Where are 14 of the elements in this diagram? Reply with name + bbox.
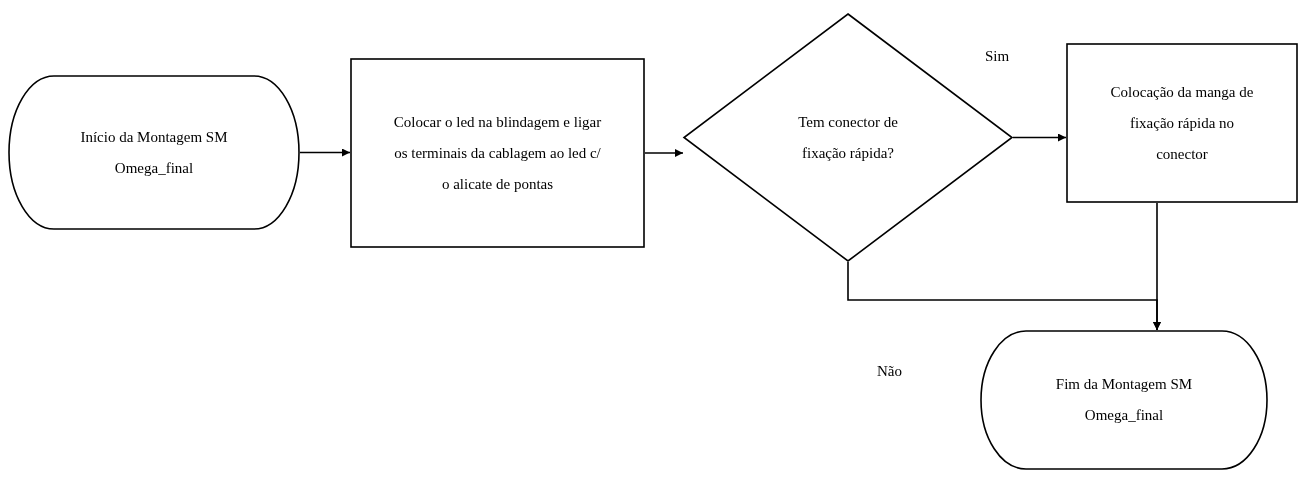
branch-label: Sim <box>985 47 1010 65</box>
process-box <box>350 58 645 248</box>
node-text: Colocar o led na blindagem e ligar os terminais da cablagem ao led c/ o alicate de pontas <box>392 112 603 194</box>
arrow <box>1012 133 1067 142</box>
node-text: Fim da Montagem SM Omega_final <box>1054 375 1194 425</box>
node-text: Tem conector de fixação rápida? <box>797 112 899 163</box>
branch-label: Não <box>877 362 902 380</box>
node-text: Colocação da manga de fixação rápida no conector <box>1109 82 1255 164</box>
process-box <box>1066 43 1298 203</box>
node-text: Início da Montagem SM Omega_final <box>79 127 229 178</box>
arrow <box>299 148 351 157</box>
arrow <box>847 261 1161 331</box>
arrow <box>644 149 684 157</box>
decision-diamond <box>683 13 1013 262</box>
